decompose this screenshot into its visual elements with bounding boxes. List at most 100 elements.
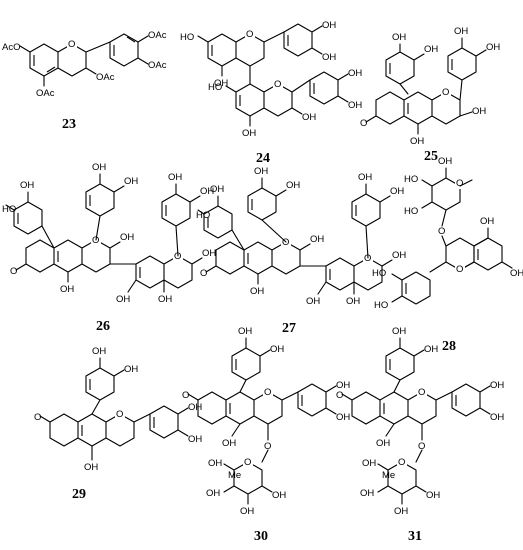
compound-number-30: 30 — [254, 529, 268, 544]
hydroxyl-label: OH — [286, 180, 300, 191]
hydroxyl-label: OH — [424, 44, 438, 55]
hydroxyl-label: OH — [200, 186, 214, 197]
hydroxyl-label: OH — [240, 506, 254, 517]
hydroxyl-label: OH — [426, 490, 440, 501]
hydroxyl-label: OH — [360, 488, 374, 499]
hydroxyl-label: OH — [92, 162, 106, 173]
ring-oxygen-label: O — [182, 390, 189, 401]
ring-oxygen-label: O — [282, 237, 289, 248]
ring-oxygen-label: O — [246, 29, 253, 40]
hydroxyl-label: OH — [490, 380, 504, 391]
hydroxyl-label: OH — [392, 326, 406, 337]
hydroxyl-label: HO — [208, 82, 222, 93]
compound-number-31: 31 — [408, 529, 422, 544]
ring-oxygen-label: O — [274, 79, 281, 90]
hydroxyl-label: OH — [270, 344, 284, 355]
hydroxyl-label: OH — [168, 172, 182, 183]
hydroxyl-label: HO — [372, 268, 386, 279]
hydroxyl-label: OH — [214, 78, 228, 89]
hydroxyl-label: OH — [20, 180, 34, 191]
hydroxyl-label: OH — [92, 346, 106, 357]
hydroxyl-label: OH — [158, 294, 172, 305]
ring-oxygen-label: O — [174, 251, 181, 262]
methyl-label: Me — [228, 470, 241, 481]
hydroxyl-label: OH — [390, 186, 404, 197]
hydroxyl-label: OH — [210, 184, 224, 195]
hydroxyl-label: OH — [394, 506, 408, 517]
compound-25: O O OH OH OH OH OH OH 25 — [360, 26, 500, 164]
hydroxyl-label: HO — [404, 206, 418, 217]
compound-26: O O O OH HO OH OH OH OH OH OH OH OH OH 2… — [2, 162, 216, 334]
compound-30: O O O O OH OH OH OH OH OH Me OH OH OH 30 — [182, 326, 350, 544]
hydroxyl-label: OH — [336, 412, 350, 423]
hydroxyl-label: OH — [222, 438, 236, 449]
ring-oxygen-label: O — [364, 253, 371, 264]
acetoxy-label: AcO — [2, 42, 20, 53]
hydroxyl-label: OH — [306, 296, 320, 307]
compound-23: O AcO OAc OAc OAc OAc 23 — [2, 30, 167, 132]
hydroxyl-label: OH — [472, 106, 486, 117]
acetoxy-label: OAc — [36, 88, 55, 99]
hydroxyl-label: OH — [410, 136, 424, 147]
acetoxy-label: OAc — [96, 72, 115, 83]
compound-24: O O HO OH OH OH HO OH OH OH OH 24 — [180, 20, 362, 166]
hydroxyl-label: OH — [358, 172, 372, 183]
hydroxyl-label: OH — [250, 286, 264, 297]
ring-oxygen-label: O — [264, 441, 271, 452]
hydroxyl-label: OH — [438, 156, 452, 167]
hydroxyl-label: OH — [242, 128, 256, 139]
ring-oxygen-label: O — [92, 235, 99, 246]
hydroxyl-label: OH — [208, 458, 222, 469]
hydroxyl-label: OH — [376, 438, 390, 449]
compound-number-27: 27 — [282, 321, 296, 336]
hydroxyl-label: OH — [480, 216, 494, 227]
hydroxyl-label: OH — [116, 294, 130, 305]
ring-oxygen-label: O — [244, 457, 251, 468]
hydroxyl-label: OH — [348, 100, 362, 111]
hydroxyl-label: OH — [392, 32, 406, 43]
compound-number-26: 26 — [96, 319, 110, 334]
hydroxyl-label: HO — [404, 174, 418, 185]
hydroxyl-label: OH — [254, 166, 268, 177]
hydroxyl-label: OH — [188, 434, 202, 445]
ring-oxygen-label: O — [336, 390, 343, 401]
hydroxyl-label: OH — [362, 458, 376, 469]
hydroxyl-label: HO — [196, 210, 210, 221]
ring-oxygen-label: O — [456, 264, 463, 275]
hydroxyl-label: OH — [424, 344, 438, 355]
hydroxyl-label: OH — [60, 284, 74, 295]
ring-oxygen-label: O — [418, 387, 425, 398]
compound-28: O O O OH HO HO OH OH HO HO 28 — [372, 156, 523, 354]
hydroxyl-label: OH — [490, 412, 504, 423]
compound-number-29: 29 — [72, 487, 86, 502]
hydroxyl-label: HO — [374, 300, 388, 311]
ring-oxygen-label: O — [68, 39, 75, 50]
hydroxyl-label: OH — [84, 462, 98, 473]
hydroxyl-label: OH — [486, 42, 500, 53]
ring-oxygen-label: O — [418, 441, 425, 452]
ring-oxygen-label: O — [360, 118, 367, 129]
compound-31: O O O O OH OH OH OH OH OH Me OH OH OH 31 — [336, 326, 504, 544]
compound-number-25: 25 — [424, 149, 438, 164]
acetoxy-label: OAc — [148, 60, 167, 71]
compound-27: O O O OH HO OH OH OH OH OH OH OH OH OH 2… — [196, 166, 406, 336]
ring-oxygen-label: O — [34, 412, 41, 423]
hydroxyl-label: OH — [322, 52, 336, 63]
acetoxy-label: OAc — [148, 30, 167, 41]
hydroxyl-label: OH — [336, 380, 350, 391]
compound-number-23: 23 — [62, 117, 76, 132]
ring-oxygen-label: O — [200, 268, 207, 279]
ring-oxygen-label: O — [116, 409, 123, 420]
hydroxyl-label: OH — [206, 488, 220, 499]
ring-oxygen-label: O — [398, 457, 405, 468]
hydroxyl-label: OH — [322, 20, 336, 31]
compound-number-28: 28 — [442, 339, 456, 354]
ring-oxygen-label: O — [10, 266, 17, 277]
hydroxyl-label: OH — [348, 68, 362, 79]
hydroxyl-label: HO — [2, 204, 16, 215]
hydroxyl-label: OH — [124, 364, 138, 375]
hydroxyl-label: OH — [310, 234, 324, 245]
compound-number-24: 24 — [256, 151, 270, 166]
hydroxyl-label: OH — [272, 490, 286, 501]
ring-oxygen-label: O — [442, 87, 449, 98]
